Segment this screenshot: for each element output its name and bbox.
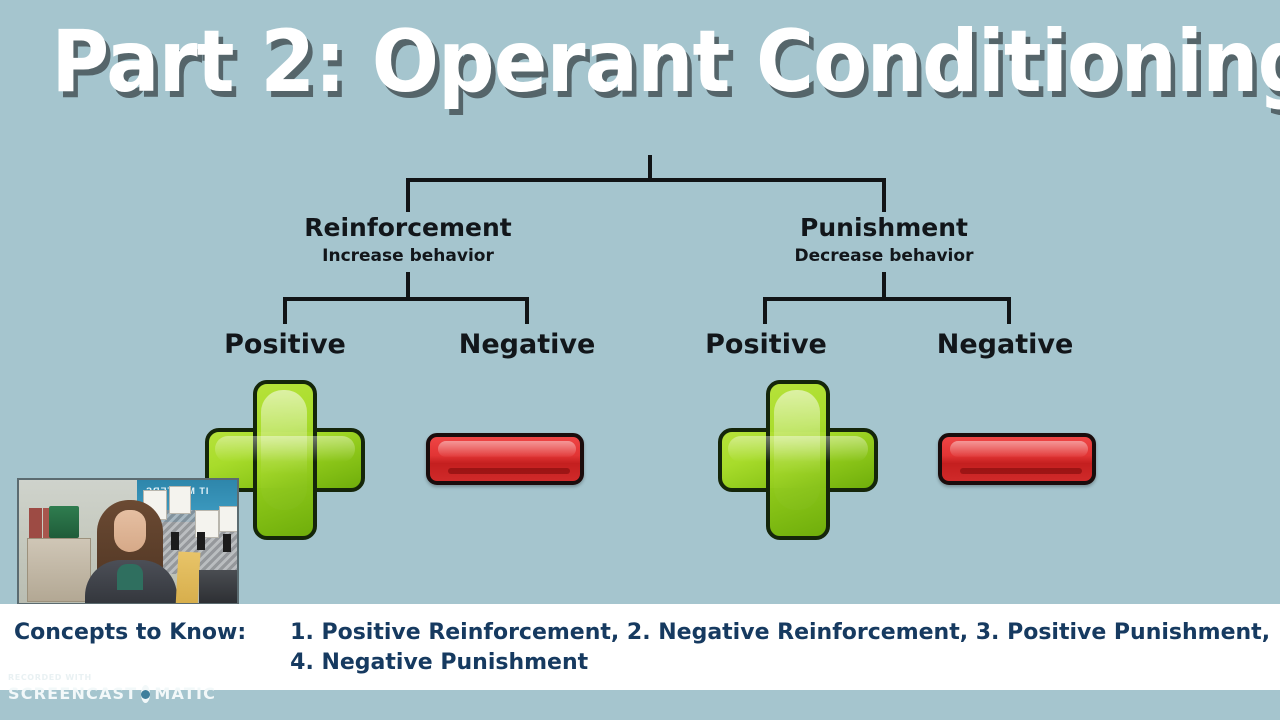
page-title: Part 2: Operant Conditioning (51, 12, 1280, 112)
caption-inner: Concepts to Know: 1. Positive Reinforcem… (14, 618, 1274, 678)
tree-root-stem (648, 155, 652, 181)
watermark-circle-icon (141, 685, 151, 703)
watermark-circle-inner (141, 689, 151, 699)
tree-punishment-positive-drop (763, 297, 767, 324)
webcam-silhouette (197, 532, 205, 550)
caption-label: Concepts to Know: (14, 620, 247, 645)
operant-conditioning-tree: Reinforcement Increase behavior Positive… (205, 155, 1096, 540)
minus-icon-gloss (438, 441, 576, 457)
caption-line-1: 1. Positive Reinforcement, 2. Negative R… (290, 620, 1271, 645)
tree-reinforcement-connector (283, 297, 529, 301)
caption-list: 1. Positive Reinforcement, 2. Negative R… (290, 618, 1270, 678)
minus-icon-shade (448, 468, 570, 474)
screencast-o-matic-watermark: RECORDED WITH SCREENCAST MATIC (8, 673, 215, 717)
watermark-word-matic: MATIC (154, 684, 217, 703)
node-subtitle-punishment: Decrease behavior (794, 246, 974, 266)
plus-icon-core (770, 432, 826, 488)
tree-punishment-negative-drop (1007, 297, 1011, 324)
plus-icon (718, 380, 878, 540)
footer-bar (0, 690, 1280, 720)
webcam-book (29, 508, 42, 538)
caption-bar: Concepts to Know: 1. Positive Reinforcem… (0, 604, 1280, 690)
watermark-recorded-with-label: RECORDED WITH (8, 673, 92, 682)
watermark-brand: SCREENCAST MATIC (8, 684, 215, 703)
watermark-word-screencast: SCREENCAST (8, 684, 138, 703)
tree-reinforcement-positive-drop (283, 297, 287, 324)
slide-content-area: Part 2: Operant Conditioning Reinforceme… (17, 12, 1280, 605)
webcam-dark-furniture (199, 570, 237, 603)
icon-negative-reinforcement (426, 433, 584, 485)
webcam-person-face (114, 510, 146, 552)
plus-icon-core (257, 432, 313, 488)
leaf-label-negative-reinforcement: Negative (458, 329, 596, 360)
tree-branch-right-drop (882, 178, 886, 212)
webcam-shelf (27, 538, 91, 602)
icon-positive-punishment (718, 380, 878, 540)
caption-line-2: 4. Negative Punishment (290, 650, 589, 675)
leaf-label-negative-punishment: Negative (936, 329, 1074, 360)
icon-negative-punishment (938, 433, 1096, 485)
webcam-paper (169, 486, 191, 514)
tree-punishment-stem (882, 272, 886, 300)
minus-icon (938, 433, 1096, 485)
webcam-folder (175, 551, 201, 603)
leaf-label-positive-reinforcement: Positive (224, 329, 346, 360)
tree-reinforcement-stem (406, 272, 410, 300)
minus-icon-shade (960, 468, 1082, 474)
webcam-paper (219, 506, 237, 532)
minus-icon-gloss (950, 441, 1088, 457)
tree-top-connector (406, 178, 886, 182)
tree-punishment-connector (763, 297, 1011, 301)
webcam-green-bin (49, 506, 79, 538)
leaf-label-positive-punishment: Positive (705, 329, 827, 360)
node-subtitle-reinforcement: Increase behavior (322, 246, 494, 266)
tree-reinforcement-negative-drop (525, 297, 529, 324)
minus-icon (426, 433, 584, 485)
webcam-person-shirt (117, 564, 143, 590)
node-title-reinforcement: Reinforcement (304, 213, 512, 242)
node-title-punishment: Punishment (800, 213, 968, 242)
webcam-silhouette (171, 532, 179, 550)
webcam-inset[interactable]: IT MATTERS (17, 478, 239, 605)
tree-branch-left-drop (406, 178, 410, 212)
webcam-silhouette (223, 534, 231, 552)
